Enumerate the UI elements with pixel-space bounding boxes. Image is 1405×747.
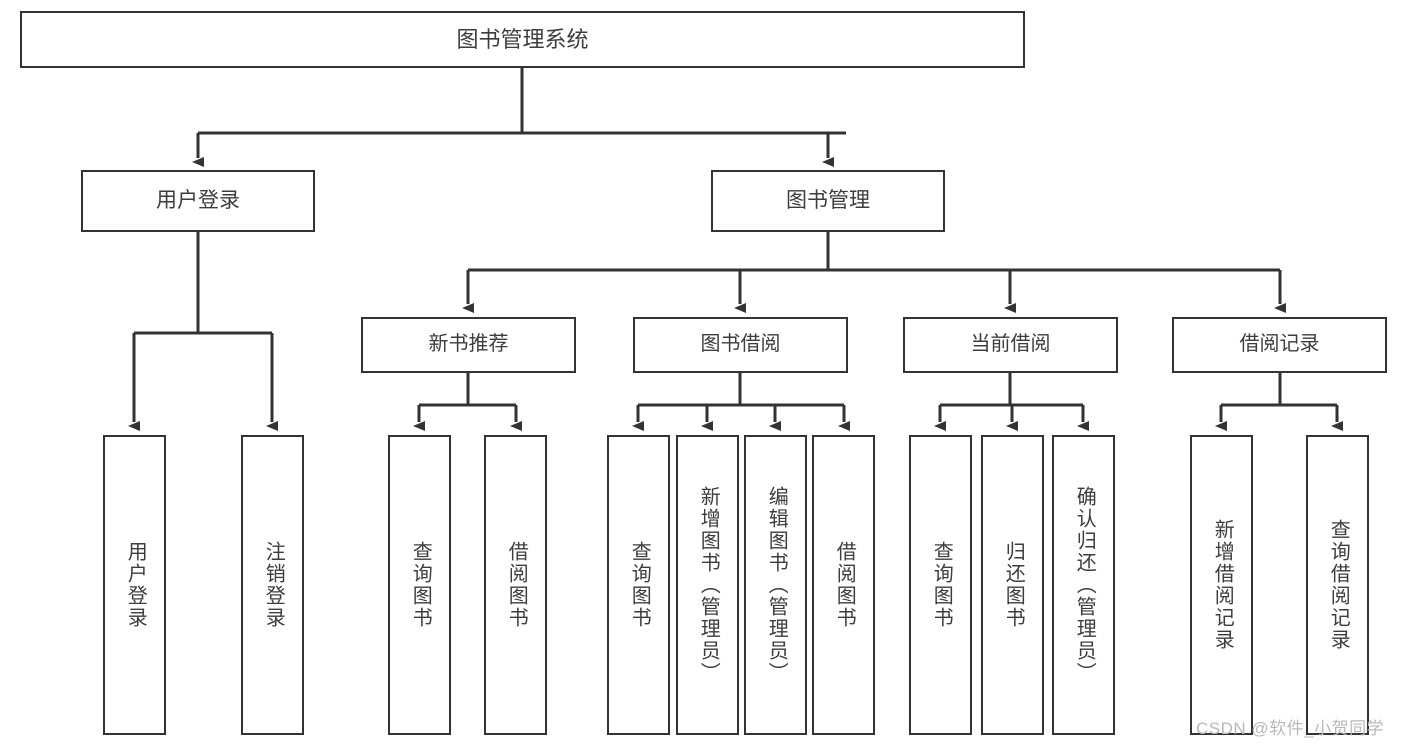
leaf-return-book-label: 归还图书	[1002, 541, 1025, 629]
edge-currentborrow-bus	[940, 373, 1083, 407]
csdn-watermark: CSDN @软件_小贺同学	[1196, 719, 1385, 738]
edge-userlogin-to-leaves	[128, 333, 278, 431]
node-book-manage-label: 图书管理	[786, 188, 870, 212]
node-new-book-rec-label: 新书推荐	[428, 333, 509, 356]
leaf-user-login[interactable]: 用户登录	[103, 435, 166, 735]
leaf-add-record[interactable]: 新增借阅记录	[1190, 435, 1253, 735]
leaf-borrow-book-1-label: 借阅图书	[505, 541, 528, 629]
leaf-query-book-3[interactable]: 查询图书	[909, 435, 972, 735]
node-user-login-label: 用户登录	[156, 188, 240, 212]
edge-root-to-bus	[198, 68, 846, 135]
leaf-query-book-2[interactable]: 查询图书	[607, 435, 670, 735]
leaf-return-book[interactable]: 归还图书	[981, 435, 1044, 735]
node-current-borrow-label: 当前借阅	[970, 333, 1051, 356]
leaf-query-record[interactable]: 查询借阅记录	[1306, 435, 1369, 735]
leaf-add-record-label: 新增借阅记录	[1211, 519, 1234, 651]
edge-root-to-level2	[192, 133, 834, 167]
node-current-borrow[interactable]: 当前借阅	[903, 317, 1118, 373]
edge-newbook-bus	[419, 373, 516, 407]
leaf-user-login-label: 用户登录	[124, 541, 147, 629]
leaf-edit-book-label: 编辑图书（管理员）	[765, 486, 788, 684]
leaf-add-book-label: 新增图书（管理员）	[697, 486, 720, 684]
node-book-borrow[interactable]: 图书借阅	[633, 317, 848, 373]
edge-bookmanage-to-level3	[462, 270, 1286, 313]
edge-bookborrow-bus	[638, 373, 844, 407]
leaf-edit-book[interactable]: 编辑图书（管理员）	[744, 435, 807, 735]
leaf-query-book-1-label: 查询图书	[409, 541, 432, 629]
leaf-borrow-book-2-label: 借阅图书	[833, 541, 856, 629]
leaf-confirm-return-label: 确认归还（管理员）	[1073, 486, 1096, 684]
leaf-query-book-3-label: 查询图书	[930, 541, 953, 629]
node-root-label: 图书管理系统	[456, 26, 589, 52]
node-borrow-record-label: 借阅记录	[1239, 333, 1320, 356]
edge-newbook-to-leaves	[413, 405, 522, 431]
leaf-confirm-return[interactable]: 确认归还（管理员）	[1052, 435, 1115, 735]
edge-bookborrow-to-leaves	[632, 405, 850, 431]
node-borrow-record[interactable]: 借阅记录	[1172, 317, 1387, 373]
leaf-query-record-label: 查询借阅记录	[1327, 519, 1350, 651]
leaf-query-book-1[interactable]: 查询图书	[388, 435, 451, 735]
edge-borrowrecord-to-leaves	[1215, 405, 1343, 431]
edge-bookmanage-bus	[468, 232, 1280, 272]
node-book-manage[interactable]: 图书管理	[711, 170, 945, 232]
leaf-borrow-book-1[interactable]: 借阅图书	[484, 435, 547, 735]
node-new-book-rec[interactable]: 新书推荐	[361, 317, 576, 373]
leaf-add-book[interactable]: 新增图书（管理员）	[676, 435, 739, 735]
node-user-login[interactable]: 用户登录	[81, 170, 315, 232]
leaf-query-book-2-label: 查询图书	[628, 541, 651, 629]
node-book-borrow-label: 图书借阅	[700, 333, 781, 356]
node-root[interactable]: 图书管理系统	[20, 11, 1025, 68]
edge-userlogin-bus	[134, 232, 272, 335]
leaf-user-logout-label: 注销登录	[262, 541, 285, 629]
edge-currentborrow-to-leaves	[934, 405, 1089, 431]
edge-borrowrecord-bus	[1221, 373, 1337, 407]
leaf-user-logout[interactable]: 注销登录	[241, 435, 304, 735]
leaf-borrow-book-2[interactable]: 借阅图书	[812, 435, 875, 735]
